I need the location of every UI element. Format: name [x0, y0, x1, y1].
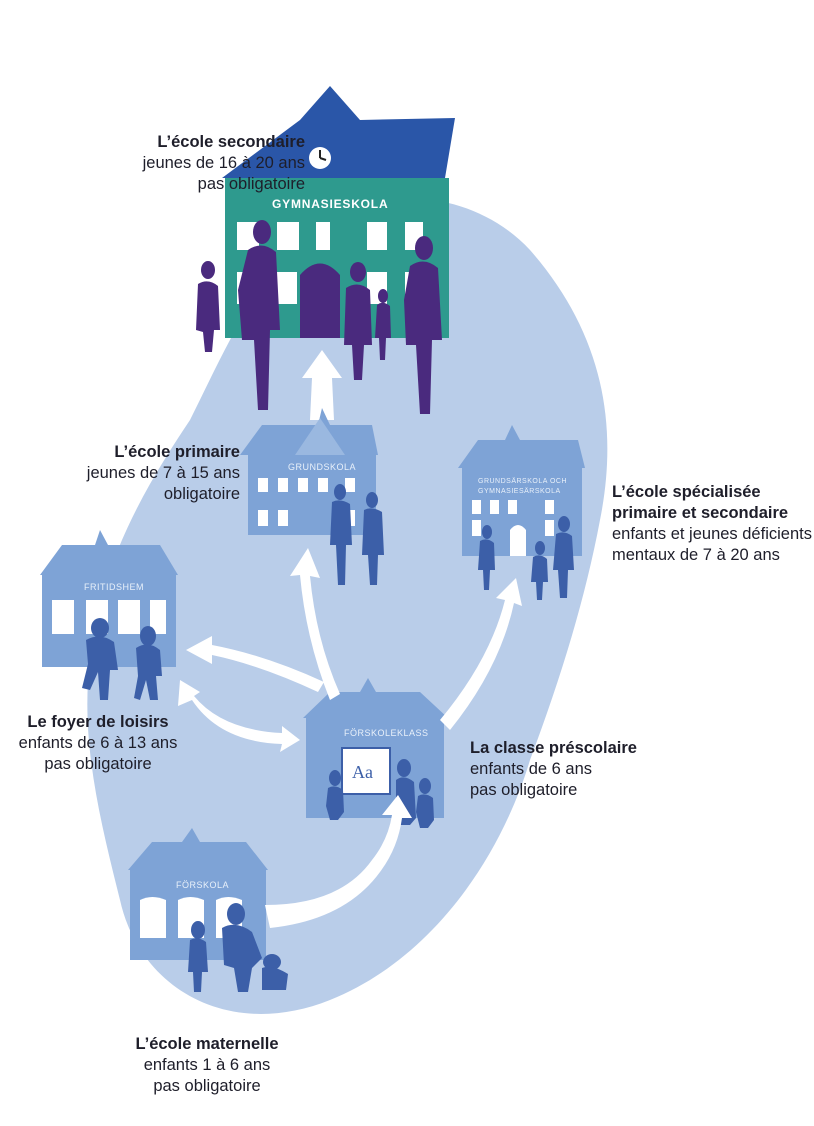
label-special-title-2: primaire et secondaire — [612, 504, 789, 522]
label-preschool-title: La classe préscolaire — [470, 739, 637, 757]
label-special-age: enfants et jeunes déficients — [612, 525, 812, 543]
sign-secondary: GYMNASIESKOLA — [272, 197, 388, 211]
label-primary-status: obligatoire — [163, 485, 240, 503]
building-kindergarten: FÖRSKOLA — [128, 828, 288, 992]
svg-text:Aa: Aa — [352, 762, 373, 782]
arrow-preschool-to-special — [440, 578, 522, 730]
arrow-preschool-to-primary — [290, 548, 340, 700]
label-preschool-class: La classe préscolaire enfants de 6 ans p… — [470, 738, 670, 801]
label-primary-school: L’école primaire jeunes de 7 à 15 ans ob… — [20, 442, 240, 505]
sign-special-1: GRUNDSÄRSKOLA OCH — [478, 477, 567, 485]
building-special-school: GRUNDSÄRSKOLA OCH GYMNASIESÄRSKOLA — [458, 425, 585, 600]
label-primary-age: jeunes de 7 à 15 ans — [86, 464, 240, 482]
label-secondary-status: pas obligatoire — [197, 175, 305, 193]
label-leisure-title: Le foyer de loisirs — [27, 713, 169, 731]
building-primary-school: GRUNDSKOLA — [240, 408, 384, 585]
sign-kindergarten: FÖRSKOLA — [176, 880, 229, 890]
label-primary-title: L’école primaire — [114, 443, 240, 461]
flow-arrows — [178, 548, 522, 928]
sign-primary: GRUNDSKOLA — [288, 462, 356, 472]
building-leisure-centre: FRITIDSHEM — [40, 530, 178, 700]
label-preschool-age: enfants de 6 ans — [470, 760, 593, 778]
label-secondary-title: L’école secondaire — [157, 133, 305, 151]
arrow-preschool-to-leisure — [178, 680, 300, 752]
label-kindergarten-title: L’école maternelle — [135, 1035, 279, 1053]
sign-preschool: FÖRSKOLEKLASS — [344, 728, 429, 738]
label-special-age-2: mentaux de 7 à 20 ans — [612, 546, 780, 564]
sign-special-2: GYMNASIESÄRSKOLA — [478, 487, 561, 495]
building-secondary-school: GYMNASIESKOLA — [196, 86, 455, 414]
building-preschool-class: FÖRSKOLEKLASS Aa — [303, 678, 448, 828]
label-special-title: L’école spécialisée — [612, 483, 761, 501]
background-blob — [87, 197, 608, 1014]
arrow-kindergarten-to-preschool — [265, 795, 412, 928]
label-kindergarten: L’école maternelle enfants 1 à 6 ans pas… — [112, 1034, 302, 1097]
label-kindergarten-status: pas obligatoire — [153, 1077, 261, 1095]
label-leisure-status: pas obligatoire — [44, 755, 152, 773]
label-leisure-centre: Le foyer de loisirs enfants de 6 à 13 an… — [0, 712, 196, 775]
label-secondary-school: L’école secondaire jeunes de 16 à 20 ans… — [20, 132, 305, 195]
label-secondary-age: jeunes de 16 à 20 ans — [142, 154, 305, 172]
arrow-to-leisure-upper — [186, 636, 324, 692]
label-kindergarten-age: enfants 1 à 6 ans — [143, 1056, 271, 1074]
sign-leisure: FRITIDSHEM — [84, 582, 144, 592]
label-leisure-age: enfants de 6 à 13 ans — [18, 734, 178, 752]
label-special-school: L’école spécialisée primaire et secondai… — [612, 482, 812, 566]
arrow-to-secondary — [302, 350, 342, 420]
label-preschool-status: pas obligatoire — [470, 781, 578, 799]
